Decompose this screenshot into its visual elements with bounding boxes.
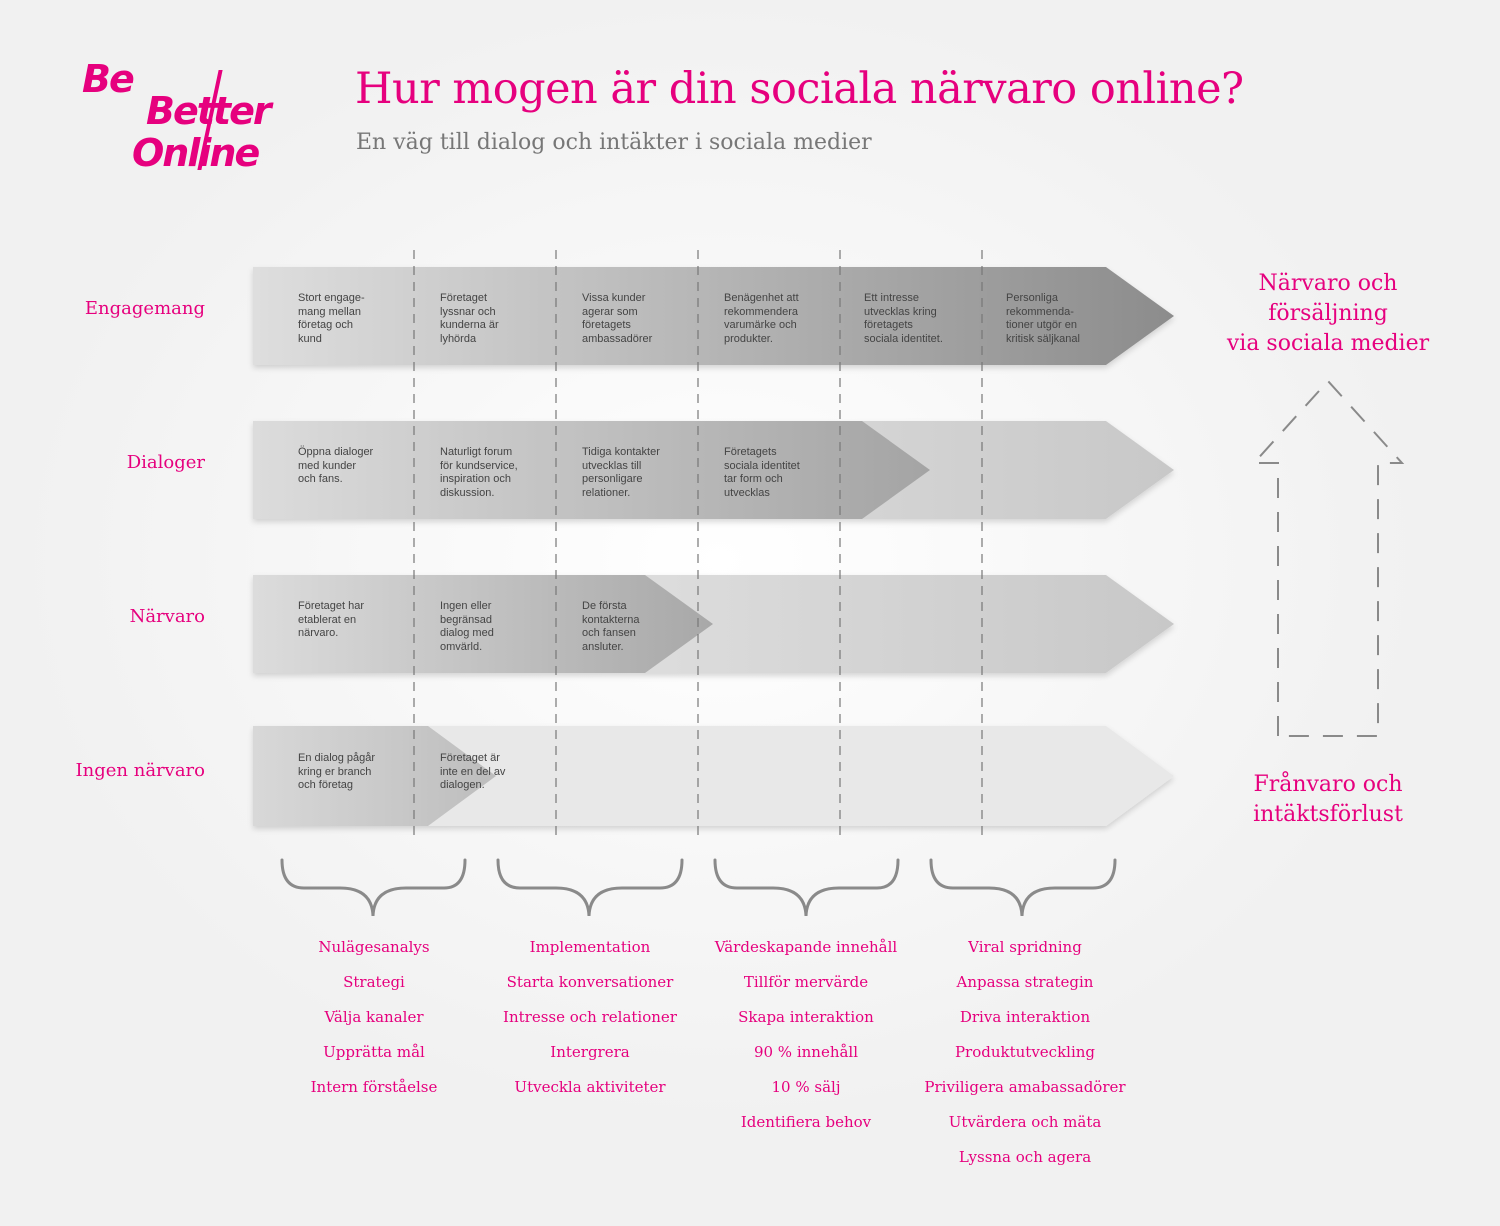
arrow-cell-text: De första kontakterna och fansen anslute… [582, 600, 640, 653]
side-text-top: Närvaro och försäljning via sociala medi… [1226, 271, 1430, 356]
action-item: Strategi [343, 973, 405, 991]
action-item: Skapa interaktion [738, 1008, 874, 1026]
side-text-bottom: Frånvaro och intäktsförlust [1253, 772, 1403, 827]
arrow-cell-text: Naturligt forum för kundservice, inspira… [440, 446, 518, 499]
action-item: Anpassa strategin [956, 973, 1094, 991]
action-item: 90 % innehåll [753, 1043, 859, 1061]
arrow-cell-text: Företaget lyssnar och kunderna är lyhörd… [440, 292, 499, 345]
row-label-ingen-narvaro: Ingen närvaro [75, 760, 205, 781]
page-title: Hur mogen är din sociala närvaro online? [355, 64, 1244, 114]
arrow-cell-text: En dialog pågår kring er branch och före… [298, 752, 376, 791]
action-item: Produktutveckling [954, 1043, 1096, 1061]
action-item: Intergrera [550, 1043, 630, 1061]
action-item: Intern förståelse [310, 1078, 438, 1096]
arrow-cell-text: Personliga rekommenda- tioner utgör en k… [1006, 292, 1080, 345]
action-item: Priviligera amabassadörer [924, 1078, 1126, 1096]
action-item: 10 % sälj [771, 1078, 841, 1096]
row-label-engagemang: Engagemang [84, 298, 205, 319]
logo-line-1: Be [82, 57, 135, 101]
arrow-cell-text: Öppna dialoger med kunder och fans. [298, 446, 374, 485]
dashed-up-arrow-icon [1251, 379, 1405, 737]
arrow-cell-text: Benägenhet att rekommendera varumärke oc… [724, 292, 799, 345]
action-item: Starta konversationer [506, 973, 674, 991]
arrow-cell-text: Ingen eller begränsad dialog med omvärld… [440, 600, 494, 653]
engagemang-arrow-track [253, 267, 1174, 365]
action-item: Utvärdera och mäta [948, 1113, 1102, 1131]
action-item: Implementation [529, 938, 651, 956]
logo: Be Better Online [80, 58, 280, 178]
narvaro-arrow-progress [253, 575, 713, 673]
arrow-cell-text: Stort engage- mang mellan företag och ku… [298, 292, 365, 345]
action-item: Upprätta mål [323, 1043, 425, 1061]
column-separators [413, 250, 983, 842]
page-subtitle: En väg till dialog och intäkter i social… [356, 130, 872, 155]
ingen-narvaro-arrow-progress [253, 726, 496, 826]
arrow-cell-text: Företaget har etablerat en närvaro. [298, 600, 365, 639]
logo-line-2: Better [146, 89, 272, 133]
row-label-narvaro: Närvaro [129, 606, 205, 627]
ingen-narvaro-arrow-track [253, 726, 1174, 826]
action-item: Värdeskapande innehåll [714, 938, 898, 956]
dialoger-arrow-progress [253, 421, 930, 519]
arrow-cell-text: Företaget är inte en del av dialogen. [440, 752, 506, 791]
action-item: Utveckla aktiviteter [514, 1078, 666, 1096]
curly-brace-icon [280, 858, 1117, 917]
action-item: Välja kanaler [324, 1008, 424, 1026]
action-item: Tillför mervärde [743, 973, 869, 991]
logo-line-3: Online [132, 131, 260, 175]
action-item: Lyssna och agera [958, 1148, 1092, 1166]
arrow-cell-text: Ett intresse utvecklas kring företagets … [864, 292, 943, 345]
action-item: Driva interaktion [959, 1008, 1091, 1026]
arrow-cell-text: Vissa kunder agerar som företagets ambas… [582, 292, 653, 345]
action-item: Identifiera behov [740, 1113, 872, 1131]
action-item: Intresse och relationer [503, 1008, 677, 1026]
row-label-dialoger: Dialoger [126, 452, 205, 473]
arrow-cell-text: Tidiga kontakter utvecklas till personli… [582, 446, 660, 499]
action-item: Viral spridning [968, 938, 1082, 956]
action-item: Nulägesanalys [318, 938, 430, 956]
arrow-cell-text: Företagets sociala identitet tar form oc… [724, 446, 800, 499]
